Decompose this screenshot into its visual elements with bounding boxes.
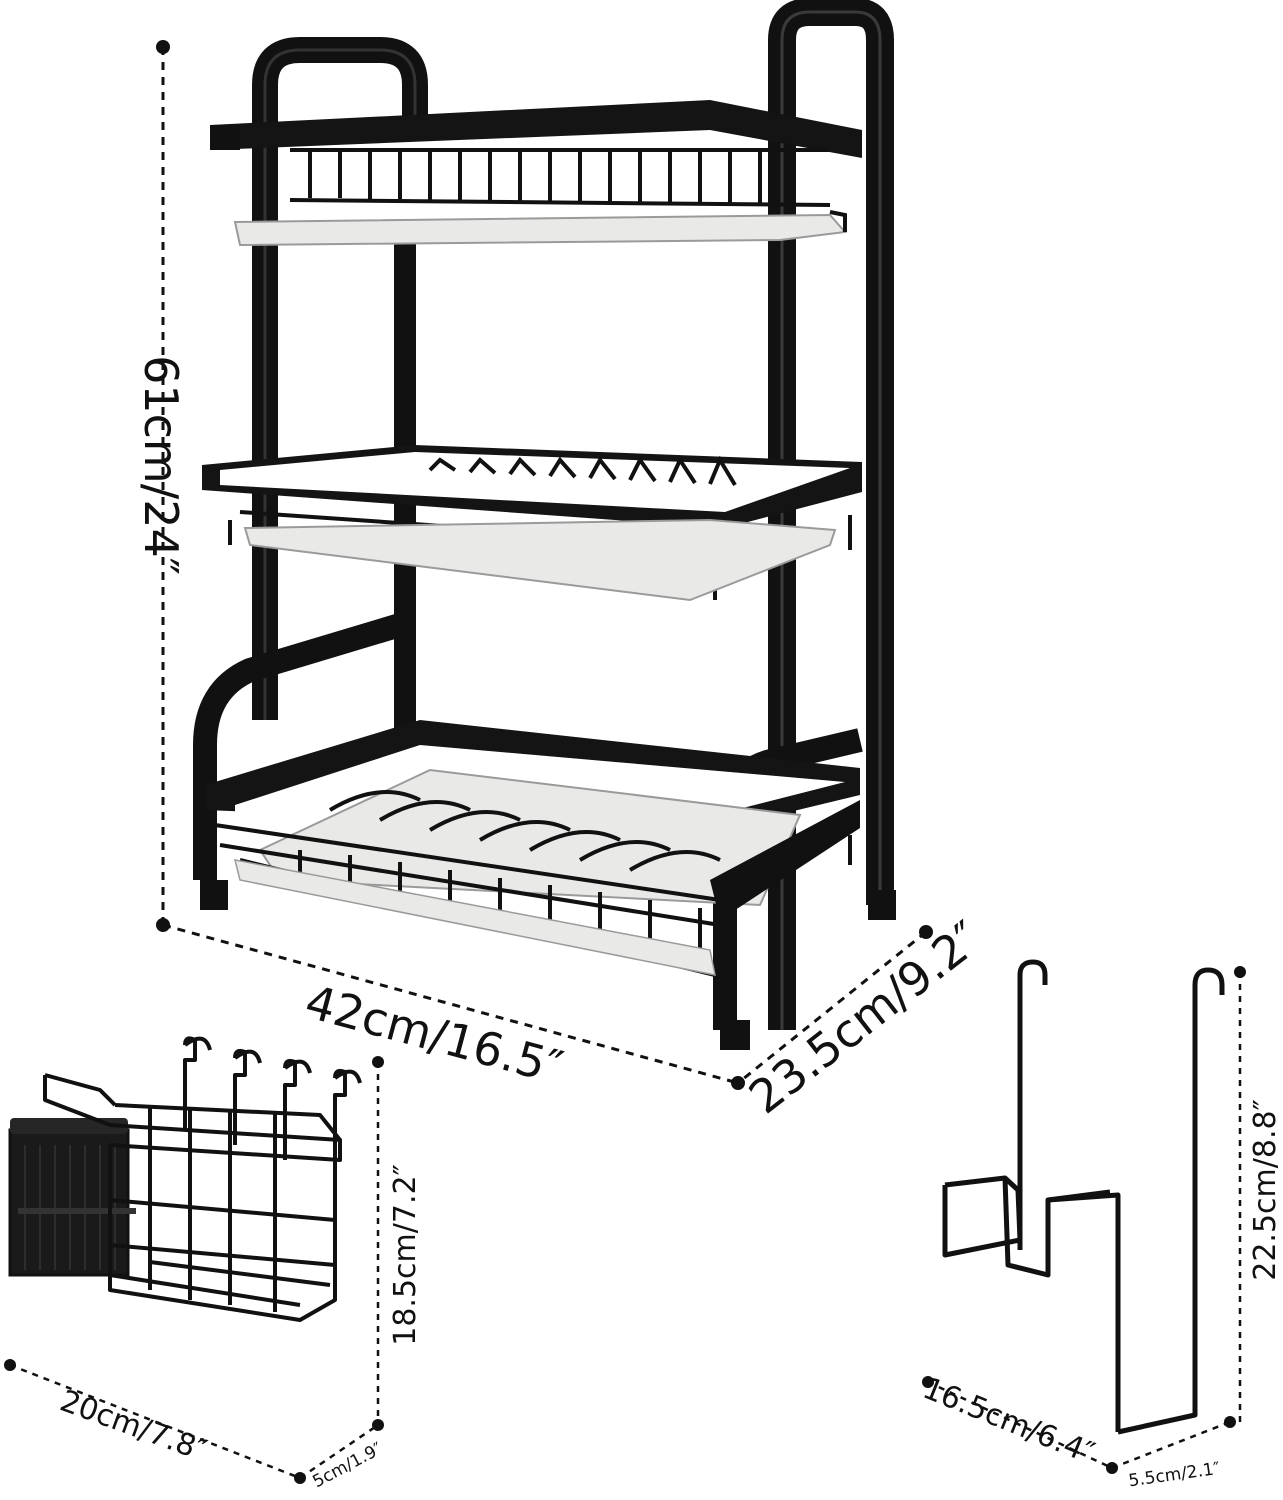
utensil-holder-height-label: 18.5cm/7.2″ (388, 1164, 423, 1346)
rack-height-label: 61cm/24″ (134, 355, 188, 575)
board-holder-height-label: 22.5cm/8.8″ (1248, 1099, 1283, 1281)
utensil-holder-illustration (8, 1036, 362, 1322)
utensil-holder-width-label: 20cm/7.8″ (55, 1383, 211, 1468)
board-holder-illustration (942, 959, 1225, 1435)
utensil-holder-depth-label: 5cm/1.9″ (309, 1439, 385, 1492)
board-holder-dimension-lines (922, 966, 1246, 1474)
dish-rack-illustration (193, 0, 896, 1050)
utensil-holder-dimension-lines (4, 1056, 384, 1484)
rack-depth-dimension-line (737, 925, 933, 1085)
board-holder-depth-label: 5.5cm/2.1″ (1127, 1459, 1221, 1492)
board-holder-width-label: 16.5cm/6.4″ (918, 1371, 1099, 1471)
